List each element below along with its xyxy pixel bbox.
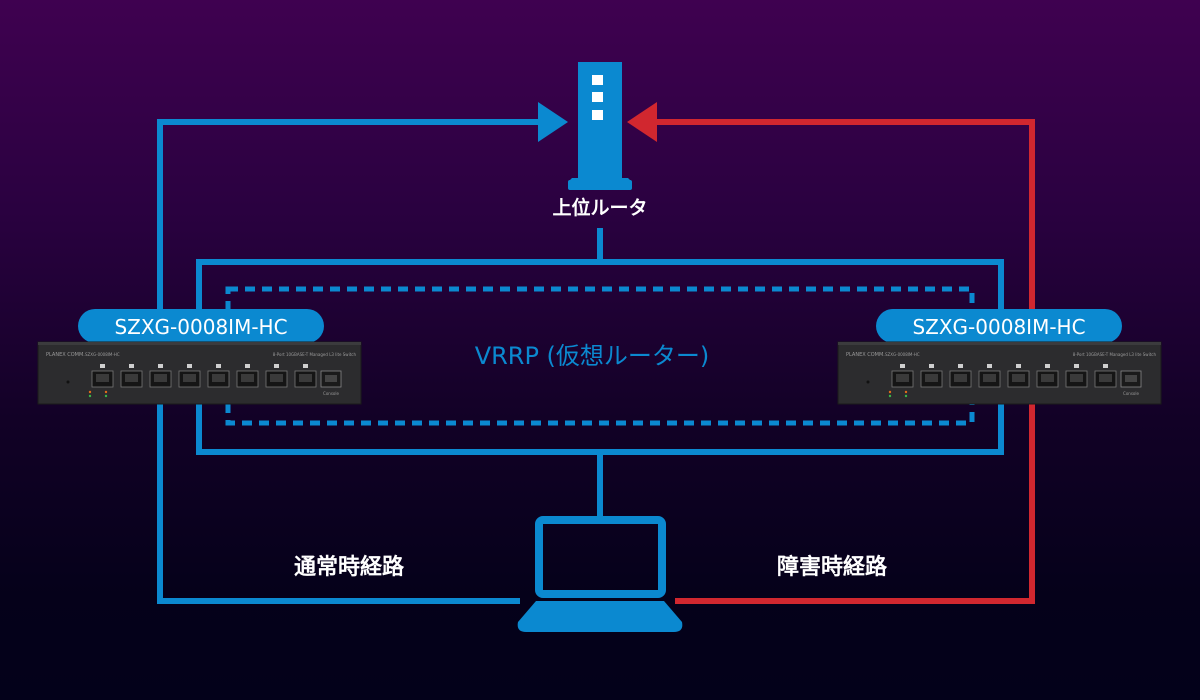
status-led [888,394,892,398]
ethernet-port [1007,364,1030,388]
normal-path-label: 通常時経路 [294,554,405,580]
ethernet-port [949,364,972,388]
switch-right: SZXG-0008IM-HC PLANEX COMM. SZXG-0008IM-… [837,309,1162,405]
ethernet-port [1036,364,1059,388]
ethernet-port [294,364,317,388]
switch-description: 8-Port 10GBASE-T Managed L3 lite Switch [273,352,357,357]
switch-brand: PLANEX COMM. [846,352,885,358]
ethernet-port [149,364,172,388]
console-label: Console [323,391,339,396]
ethernet-port [1065,364,1088,388]
status-led [88,394,92,398]
model-badge-text: SZXG-0008IM-HC [912,315,1085,339]
ethernet-port [920,364,943,388]
console-label: Console [1123,391,1139,396]
switch-model-small: SZXG-0008IM-HC [885,352,920,357]
status-led [104,394,108,398]
status-led [104,390,108,394]
status-led [904,390,908,394]
ethernet-port [236,364,259,388]
ethernet-port [178,364,201,388]
ethernet-port [1094,364,1117,388]
switch-left: SZXG-0008IM-HC PLANEX COMM. SZXG-0008IM-… [37,309,362,405]
reset-button [66,380,70,384]
ethernet-port [265,364,288,388]
model-badge-text: SZXG-0008IM-HC [114,315,287,339]
failover-path-label: 障害時経路 [777,554,888,580]
status-led [88,390,92,394]
switch-model-small: SZXG-0008IM-HC [85,352,120,357]
console-port [320,370,342,388]
ethernet-port [891,364,914,388]
ethernet-port [120,364,143,388]
status-led [904,394,908,398]
model-badge-pill [876,309,1122,343]
status-led [888,390,892,394]
ethernet-port [91,364,114,388]
model-badge-pill [78,309,324,343]
router-icon [568,62,632,190]
failover-path-arrow [627,102,657,142]
switch-brand: PLANEX COMM. [46,352,85,358]
ethernet-port [207,364,230,388]
console-port [1120,370,1142,388]
normal-path-arrow [538,102,568,142]
vrrp-label: VRRP (仮想ルーター) [475,342,710,370]
ethernet-port [978,364,1001,388]
switch-description: 8-Port 10GBASE-T Managed L3 lite Switch [1073,352,1157,357]
laptop-icon [517,516,683,632]
router-label: 上位ルータ [552,196,647,219]
reset-button [866,380,870,384]
